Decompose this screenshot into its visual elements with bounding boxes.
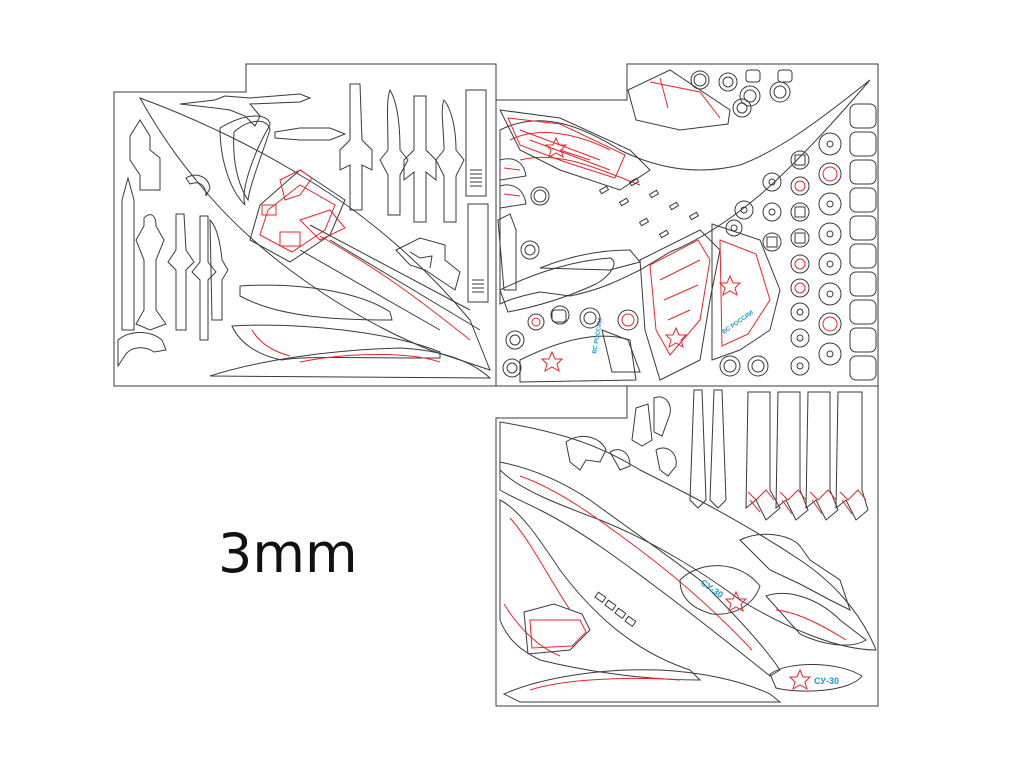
pylon-group	[631, 389, 869, 521]
code-marking-2: СУ-30	[814, 676, 839, 686]
material-thickness-label: 3mm	[218, 522, 358, 585]
sheet-outlines	[113, 63, 879, 707]
code-marking-1: СУ-30	[699, 577, 725, 600]
wheel-parts-grid	[502, 69, 877, 381]
left-missile-group	[117, 119, 229, 368]
panel-side-view: СУ-30 СУ-30	[499, 389, 877, 703]
slot-row	[594, 591, 637, 628]
panel-missiles	[117, 83, 489, 368]
panel-top-view: ВС РОССИИ ВС РОССИИ	[497, 69, 877, 383]
vertical-missile-group	[339, 83, 489, 303]
panel-fuselage-side	[138, 97, 492, 379]
fuselage-slots	[598, 177, 700, 239]
